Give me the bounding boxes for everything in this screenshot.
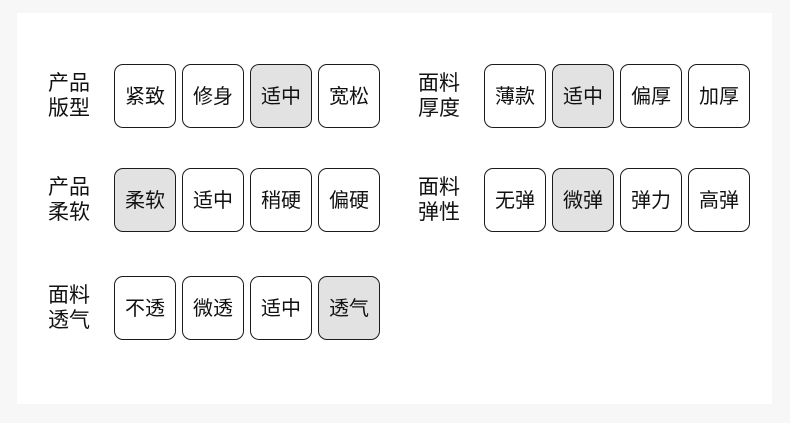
attribute-group-fabric-thickness: 面料 厚度薄款适中偏厚加厚 <box>418 64 750 128</box>
option-chip-product-fit-3[interactable]: 宽松 <box>318 64 380 128</box>
attribute-group-label-product-softness: 产品 柔软 <box>48 175 90 224</box>
option-chip-product-fit-2[interactable]: 适中 <box>250 64 312 128</box>
attribute-group-label-fabric-thickness: 面料 厚度 <box>418 71 460 120</box>
option-chip-fabric-elasticity-0[interactable]: 无弹 <box>484 168 546 232</box>
attributes-card: 产品 版型紧致修身适中宽松产品 柔软柔软适中稍硬偏硬面料 透气不透微透适中透气面… <box>17 13 772 404</box>
attribute-group-label-product-fit: 产品 版型 <box>48 71 90 120</box>
option-chip-product-softness-0[interactable]: 柔软 <box>114 168 176 232</box>
option-chip-fabric-elasticity-3[interactable]: 高弹 <box>688 168 750 232</box>
attribute-group-grid: 产品 版型紧致修身适中宽松产品 柔软柔软适中稍硬偏硬面料 透气不透微透适中透气面… <box>17 13 772 404</box>
option-list-fabric-breathability: 不透微透适中透气 <box>114 276 380 340</box>
attribute-group-fabric-elasticity: 面料 弹性无弹微弹弹力高弹 <box>418 168 750 232</box>
option-chip-product-softness-3[interactable]: 偏硬 <box>318 168 380 232</box>
attribute-group-product-fit: 产品 版型紧致修身适中宽松 <box>48 64 380 128</box>
option-chip-fabric-thickness-2[interactable]: 偏厚 <box>620 64 682 128</box>
attribute-group-label-fabric-breathability: 面料 透气 <box>48 283 90 332</box>
option-chip-fabric-thickness-0[interactable]: 薄款 <box>484 64 546 128</box>
option-chip-fabric-thickness-3[interactable]: 加厚 <box>688 64 750 128</box>
option-list-fabric-thickness: 薄款适中偏厚加厚 <box>484 64 750 128</box>
option-chip-fabric-elasticity-2[interactable]: 弹力 <box>620 168 682 232</box>
option-chip-fabric-breathability-0[interactable]: 不透 <box>114 276 176 340</box>
option-list-product-softness: 柔软适中稍硬偏硬 <box>114 168 380 232</box>
option-chip-fabric-breathability-3[interactable]: 透气 <box>318 276 380 340</box>
option-list-product-fit: 紧致修身适中宽松 <box>114 64 380 128</box>
option-chip-product-fit-0[interactable]: 紧致 <box>114 64 176 128</box>
option-chip-product-softness-2[interactable]: 稍硬 <box>250 168 312 232</box>
option-chip-fabric-elasticity-1[interactable]: 微弹 <box>552 168 614 232</box>
attribute-group-product-softness: 产品 柔软柔软适中稍硬偏硬 <box>48 168 380 232</box>
option-chip-fabric-thickness-1[interactable]: 适中 <box>552 64 614 128</box>
attribute-group-fabric-breathability: 面料 透气不透微透适中透气 <box>48 276 380 340</box>
option-list-fabric-elasticity: 无弹微弹弹力高弹 <box>484 168 750 232</box>
option-chip-product-fit-1[interactable]: 修身 <box>182 64 244 128</box>
option-chip-fabric-breathability-1[interactable]: 微透 <box>182 276 244 340</box>
attribute-group-label-fabric-elasticity: 面料 弹性 <box>418 175 460 224</box>
option-chip-product-softness-1[interactable]: 适中 <box>182 168 244 232</box>
option-chip-fabric-breathability-2[interactable]: 适中 <box>250 276 312 340</box>
